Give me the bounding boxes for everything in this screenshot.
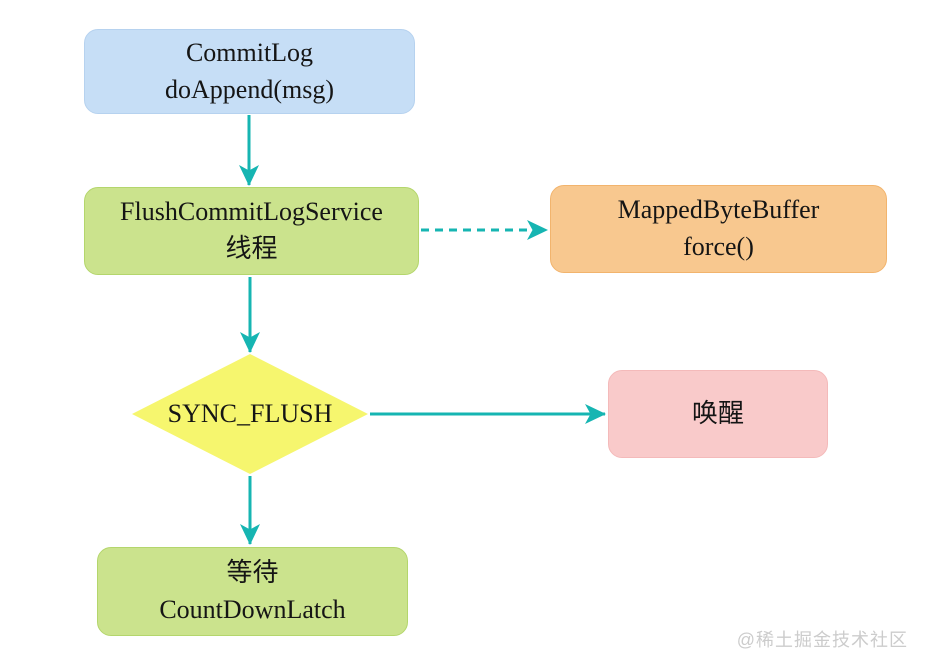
node-wait-countdownlatch: 等待 CountDownLatch	[97, 547, 408, 636]
node-commitlog-line1: CommitLog	[185, 37, 314, 67]
node-wake-label: 唤醒	[691, 398, 744, 428]
node-sync-flush-decision: SYNC_FLUSH	[132, 354, 368, 474]
node-wait-countdownlatch-line2: CountDownLatch	[159, 594, 346, 624]
node-mapped-bytebuffer-line2: force()	[683, 232, 754, 261]
node-flush-commitlog-service-line1: FlushCommitLogService	[120, 197, 383, 227]
node-flush-commitlog-service-line2: 线程	[225, 234, 278, 263]
node-commitlog: CommitLog doAppend(msg)	[84, 29, 415, 114]
node-flush-commitlog-service: FlushCommitLogService 线程	[84, 187, 419, 275]
node-commitlog-line2: doAppend(msg)	[165, 74, 334, 104]
node-sync-flush-label: SYNC_FLUSH	[167, 399, 333, 428]
node-mapped-bytebuffer: MappedByteBuffer force()	[550, 185, 887, 273]
node-mapped-bytebuffer-line1: MappedByteBuffer	[617, 195, 820, 225]
node-wake: 唤醒	[608, 370, 828, 458]
node-wait-countdownlatch-line1: 等待	[226, 557, 279, 587]
watermark: @稀土掘金技术社区	[736, 630, 908, 650]
